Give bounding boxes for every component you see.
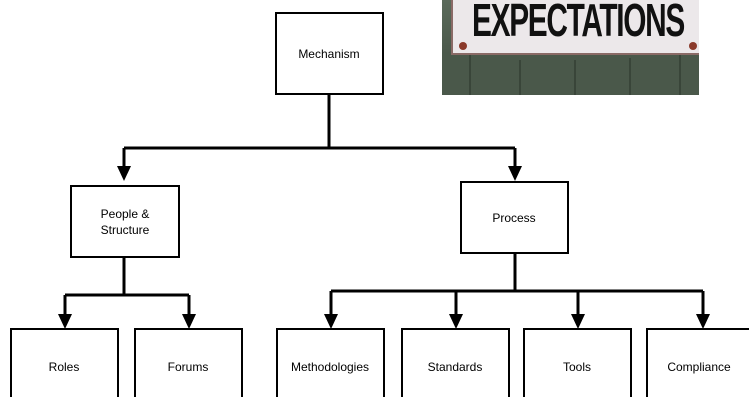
sign-text: EXPECTATIONS xyxy=(472,0,684,46)
node-standards: Standards xyxy=(401,328,510,397)
node-mechanism-label: Mechanism xyxy=(298,47,359,61)
node-tools-label: Tools xyxy=(563,360,591,374)
node-people-structure: People & Structure xyxy=(70,185,180,258)
arrowhead-methodologies xyxy=(324,314,338,329)
node-forums: Forums xyxy=(134,328,243,397)
arrowhead-people xyxy=(117,166,131,181)
node-roles: Roles xyxy=(10,328,119,397)
node-forums-label: Forums xyxy=(168,360,209,374)
sign-board xyxy=(451,0,699,55)
connectors xyxy=(63,94,705,315)
node-compliance-label: Compliance xyxy=(667,360,731,374)
node-compliance: Compliance xyxy=(646,328,749,397)
node-process: Process xyxy=(460,181,569,254)
node-roles-label: Roles xyxy=(49,360,80,374)
node-tools: Tools xyxy=(523,328,632,397)
arrowheads xyxy=(58,166,710,329)
node-methodologies: Methodologies xyxy=(276,328,385,397)
sign-screw-left xyxy=(459,42,467,50)
node-people-structure-label: People & Structure xyxy=(101,207,150,237)
arrowhead-roles xyxy=(58,314,72,329)
expectations-photo: EXPECTATIONS xyxy=(442,0,699,95)
node-standards-label: Standards xyxy=(428,360,483,374)
node-people-structure-label-line: Structure xyxy=(101,223,150,237)
arrowhead-compliance xyxy=(696,314,710,329)
node-people-structure-label-line: People & xyxy=(101,207,150,221)
arrowhead-process xyxy=(508,166,522,181)
arrowhead-tools xyxy=(571,314,585,329)
node-methodologies-label: Methodologies xyxy=(291,360,369,374)
sign-screw-right xyxy=(689,42,697,50)
node-mechanism: Mechanism xyxy=(275,12,384,95)
arrowhead-forums xyxy=(182,314,196,329)
node-process-label: Process xyxy=(492,211,535,225)
arrowhead-standards xyxy=(449,314,463,329)
